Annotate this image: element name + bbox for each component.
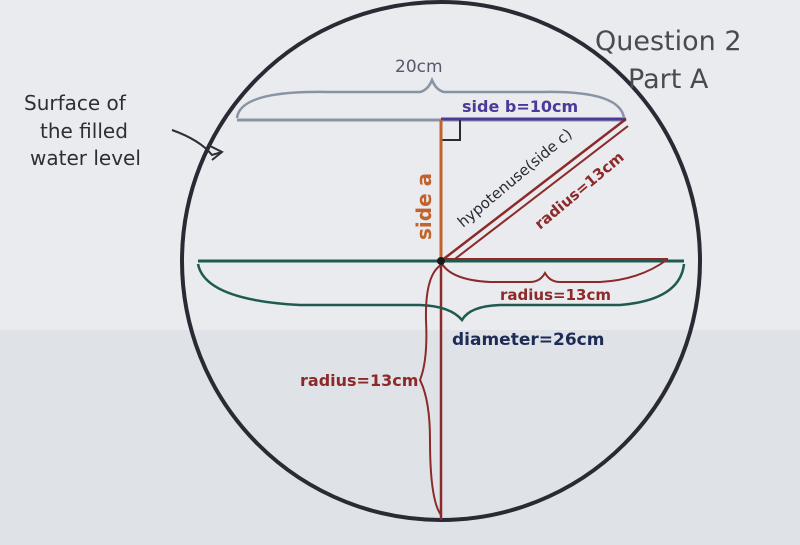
- side-a-label: side a: [412, 173, 436, 240]
- right-radius-return: [440, 258, 669, 283]
- part-heading: Part A: [628, 64, 709, 95]
- down-radius-brace: [418, 264, 442, 516]
- right-radius-label: radius=13cm: [500, 286, 611, 304]
- annotation-line-3: water level: [30, 146, 141, 170]
- diameter-brace: [196, 263, 686, 323]
- right-angle-marker: [441, 120, 461, 141]
- diameter-label: diameter=26cm: [452, 330, 604, 350]
- annotation-arrowhead: [207, 144, 224, 161]
- paper-shade: [0, 330, 800, 545]
- question-heading: Question 2: [595, 26, 742, 57]
- hypotenuse-double-line: [450, 125, 629, 263]
- annotation-line-1: Surface of: [24, 91, 127, 115]
- side-b-label: side b=10cm: [462, 97, 578, 116]
- annotation-arrow: [171, 129, 223, 157]
- hypotenuse-line: [440, 118, 627, 262]
- center-point: [437, 257, 445, 265]
- chord-width-brace: [235, 76, 626, 119]
- chord-width-label: 20cm: [395, 57, 443, 77]
- down-radius-label: radius=13cm: [300, 371, 418, 390]
- annotation-line-2: the filled: [40, 119, 128, 143]
